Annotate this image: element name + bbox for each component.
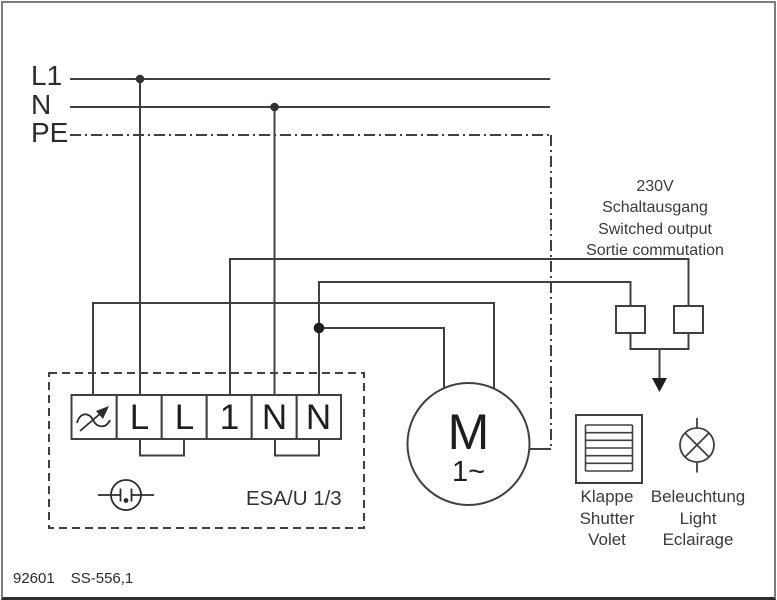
junction-dot-n — [270, 102, 279, 112]
wire-output-join — [629, 333, 690, 350]
n-label: N — [31, 89, 52, 120]
terminal-label-n2: N — [305, 398, 332, 437]
wire-speedctrl-to-motor — [92, 302, 495, 395]
junction-dot-l1 — [135, 74, 145, 84]
terminal-jumper-ll — [139, 439, 185, 457]
terminal-label-l1: L — [129, 398, 150, 437]
esa-device-box — [48, 372, 365, 529]
lamp-icon — [679, 418, 715, 473]
l1-label: L1 — [31, 60, 63, 91]
output-arrow-icon — [652, 378, 667, 392]
wire-terminalN-to-output — [318, 281, 632, 395]
junction-dot-n-branch — [313, 322, 325, 334]
connector-block-right — [673, 305, 704, 334]
motor-label: M — [447, 404, 490, 460]
light-label-line: Light — [679, 508, 717, 528]
shutter-label-line: Volet — [588, 530, 626, 549]
footer: 92601 SS-556,1 — [13, 570, 149, 587]
esa-device-label: ESA/U 1/3 — [246, 487, 342, 510]
wire-terminal1-to-output — [229, 258, 690, 395]
indicator-lamp-icon — [98, 479, 154, 511]
light-label-line: Eclairage — [662, 530, 734, 549]
doc-number: 92601 — [13, 570, 55, 587]
shutter-label-line: Shutter — [579, 508, 635, 528]
pe-label: PE — [31, 117, 69, 148]
motor-phase-label: 1~ — [451, 456, 486, 488]
terminal-label-n1: N — [261, 398, 288, 437]
switched-output-note: 230V Schaltausgang Switched output Sorti… — [555, 176, 755, 261]
motor-symbol — [406, 382, 531, 506]
terminal-jumper-nn — [274, 439, 320, 457]
shutter-label-line: Klappe — [580, 487, 634, 506]
switched-output-line: 230V — [636, 178, 674, 195]
terminal-label-1: 1 — [219, 398, 240, 437]
shutter-label: Klappe Shutter Volet — [550, 486, 664, 551]
shutter-icon — [575, 414, 643, 484]
terminal-cell — [160, 394, 208, 440]
drawing-ref: SS-556,1 — [70, 570, 134, 587]
connector-block-left — [615, 305, 646, 334]
switched-output-line: Switched output — [598, 220, 712, 238]
switched-output-line: Schaltausgang — [602, 199, 708, 217]
speed-control-icon — [76, 406, 111, 432]
terminal-block — [70, 394, 343, 440]
terminal-label-l2: L — [174, 398, 195, 437]
terminal-cell — [70, 394, 118, 440]
wire-n-branch-to-motor — [319, 327, 445, 390]
light-label-line: Beleuchtung — [650, 487, 746, 506]
terminal-cell — [250, 394, 298, 440]
light-label: Beleuchtung Light Eclairage — [631, 486, 765, 551]
terminal-cell — [205, 394, 253, 440]
switched-output-line: Sortie commutation — [586, 241, 724, 259]
